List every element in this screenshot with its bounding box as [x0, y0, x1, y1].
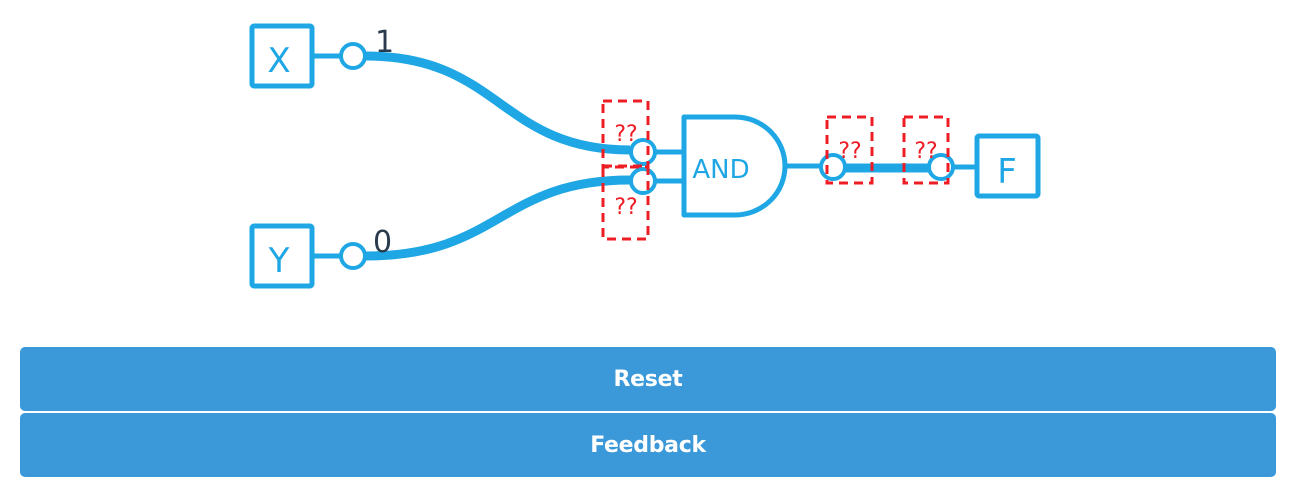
and-gate[interactable]: AND — [629, 114, 847, 218]
input-x-value: 1 — [375, 25, 394, 60]
input-node-y[interactable]: Y — [249, 223, 367, 289]
unknown-marker-and-out: ?? — [825, 115, 874, 185]
svg-text:??: ?? — [614, 195, 637, 220]
and-gate-label: AND — [692, 155, 749, 185]
reset-button[interactable]: Reset — [20, 347, 1276, 411]
input-y-value: 0 — [373, 225, 392, 260]
input-x-port[interactable] — [339, 42, 367, 70]
and-input-port-2[interactable] — [629, 167, 657, 195]
input-y-port[interactable] — [339, 242, 367, 270]
wire-x-to-and — [365, 51, 631, 155]
svg-text:??: ?? — [614, 122, 637, 147]
circuit-diagram: X 1 Y 0 AND F ?? ?? ?? — [249, 23, 1041, 289]
unknown-marker-and-in2: ?? — [601, 164, 650, 241]
svg-text:??: ?? — [914, 139, 937, 164]
output-f-label: F — [997, 152, 1017, 192]
input-node-x[interactable]: X — [249, 23, 367, 89]
input-x-label: X — [267, 41, 290, 81]
input-y-label: Y — [268, 241, 290, 281]
svg-text:??: ?? — [838, 139, 861, 164]
unknown-marker-f-in: ?? — [902, 115, 950, 185]
output-node-f[interactable]: F — [927, 133, 1041, 199]
feedback-button[interactable]: Feedback — [20, 413, 1276, 477]
unknown-marker-and-in1: ?? — [601, 99, 650, 169]
wire-y-to-and — [365, 175, 631, 261]
